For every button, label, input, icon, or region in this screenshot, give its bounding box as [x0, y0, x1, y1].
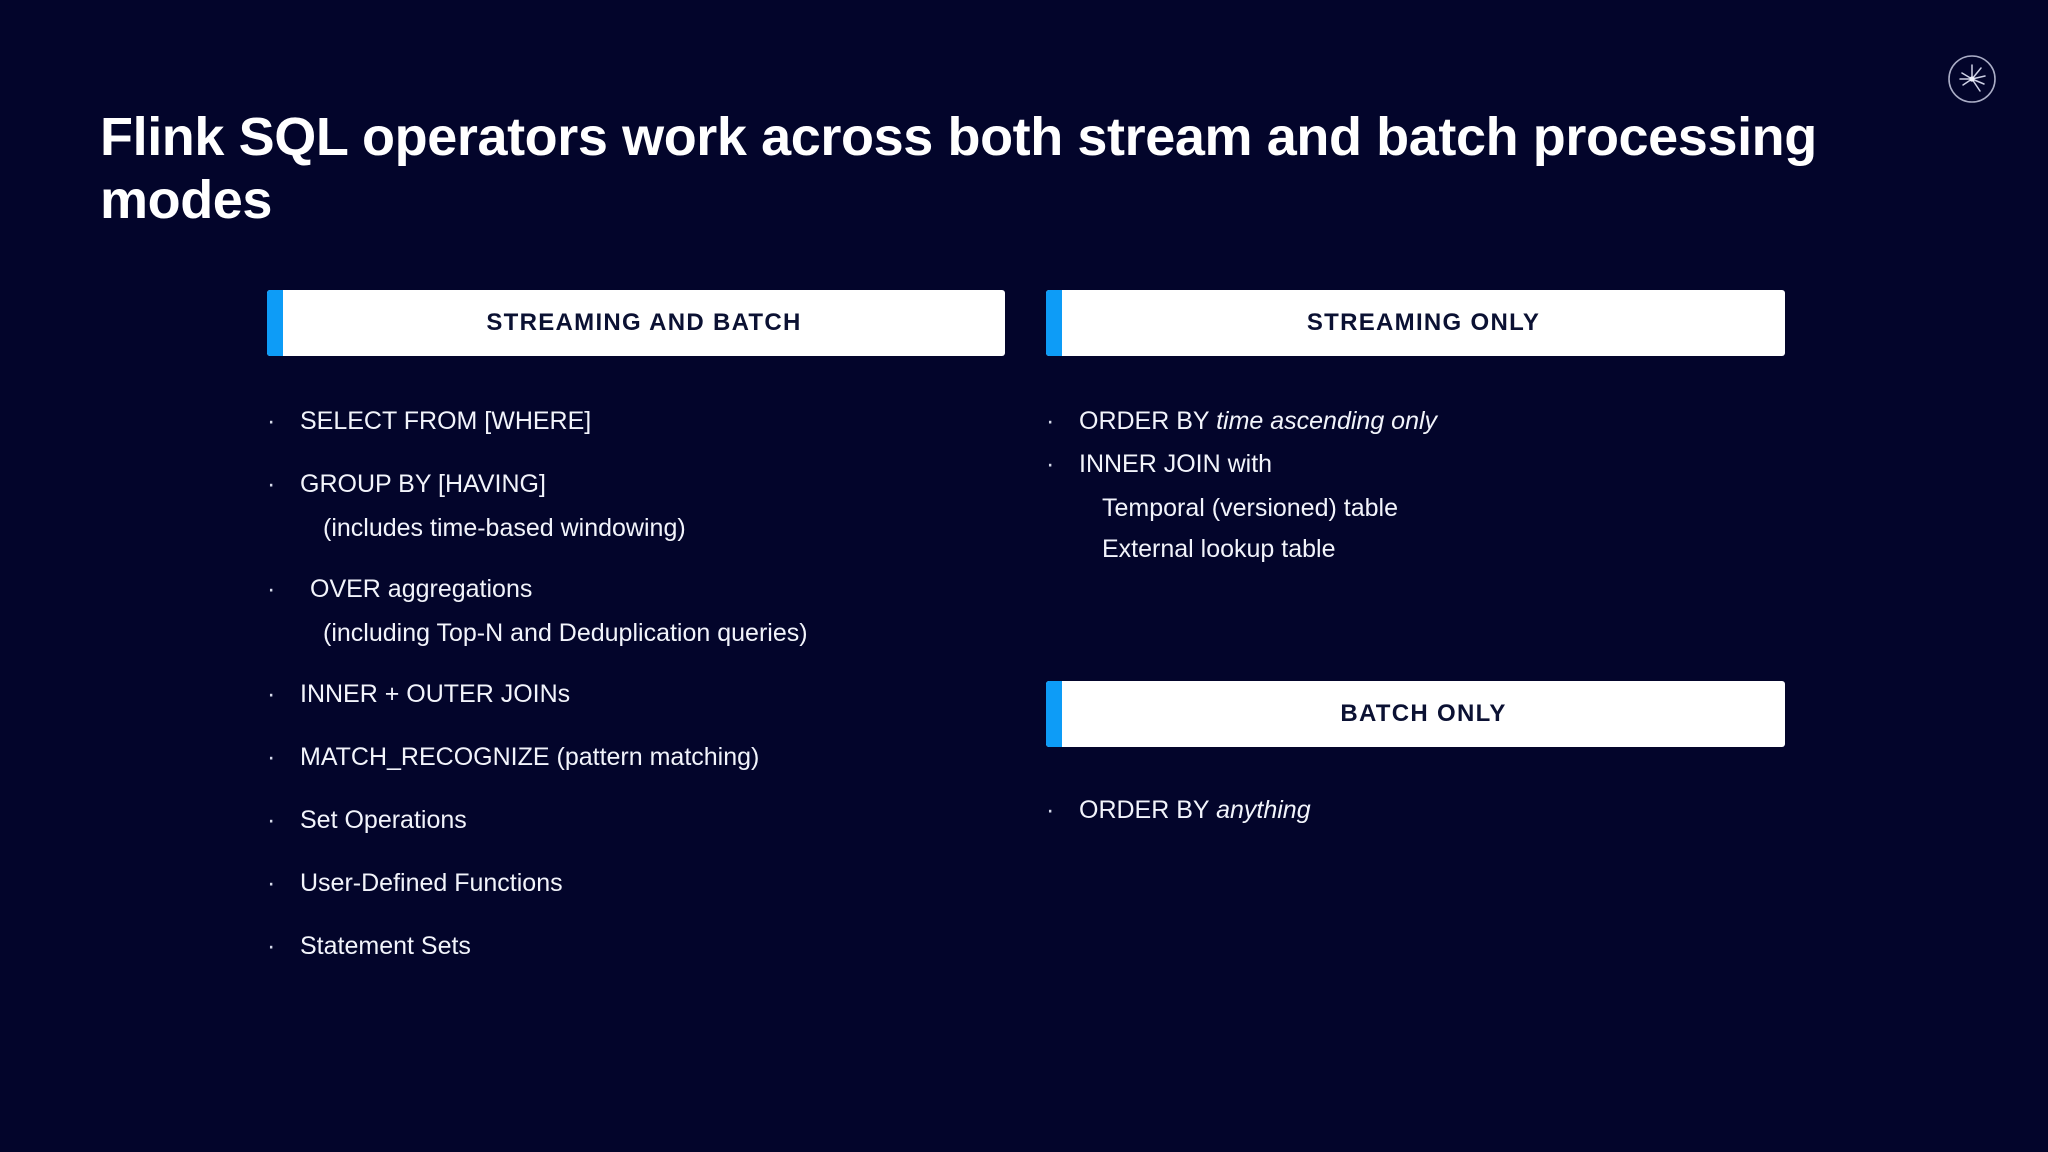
header-card-label: STREAMING ONLY — [1306, 309, 1541, 336]
list-streaming-and-batch: · SELECT FROM [WHERE] · GROUP BY [HAVING… — [267, 406, 1005, 961]
list-item: · ORDER BY anything — [1046, 795, 1785, 825]
list-item-label: Statement Sets — [300, 932, 471, 960]
list-item-main: · GROUP BY [HAVING] — [267, 469, 1005, 499]
accent-bar-icon — [1046, 290, 1062, 356]
list-item-subline: External lookup table — [1102, 535, 1336, 563]
header-card-streaming-and-batch: STREAMING AND BATCH — [267, 290, 1005, 356]
list-item-main: · OVER aggregations — [267, 574, 1005, 604]
list-item-label-emphasis: anything — [1216, 796, 1311, 824]
list-item-label-emphasis: time ascending only — [1216, 407, 1438, 435]
column-streaming-only: STREAMING ONLY · ORDER BY time ascending… — [1046, 290, 1785, 838]
list-item: · OVER aggregations (including Top-N and… — [267, 574, 1005, 679]
list-item-label: MATCH_RECOGNIZE (pattern matching) — [300, 743, 760, 771]
list-item-main: · INNER JOIN with — [1046, 449, 1785, 479]
list-item: · INNER + OUTER JOINs — [267, 679, 1005, 709]
bullet-icon: · — [267, 680, 276, 708]
bullet-icon: · — [267, 743, 276, 771]
list-batch-only: · ORDER BY anything — [1046, 795, 1785, 825]
list-streaming-only: · ORDER BY time ascending only · INNER J… — [1046, 406, 1785, 564]
bullet-icon: · — [267, 470, 276, 498]
list-item-label: INNER JOIN with — [1079, 450, 1273, 478]
header-card-label: STREAMING AND BATCH — [486, 309, 802, 336]
list-item-label-plain: ORDER BY — [1079, 796, 1217, 824]
list-item-subline: (includes time-based windowing) — [323, 514, 686, 542]
list-item-label: Set Operations — [300, 806, 467, 834]
list-item-subline: Temporal (versioned) table — [1102, 494, 1398, 522]
bullet-icon: · — [1046, 796, 1055, 824]
list-item-subline: (including Top-N and Deduplication queri… — [323, 619, 808, 647]
list-item-label: OVER aggregations — [310, 575, 533, 603]
list-item: · INNER JOIN with Temporal (versioned) t… — [1046, 449, 1785, 564]
header-card-streaming-only: STREAMING ONLY — [1046, 290, 1785, 356]
apache-flink-squirrel-logo — [1941, 48, 2003, 110]
spacer — [267, 648, 1005, 679]
list-item: · SELECT FROM [WHERE] — [267, 406, 1005, 436]
column-streaming-and-batch: STREAMING AND BATCH · SELECT FROM [WHERE… — [267, 290, 1005, 994]
accent-bar-icon — [1046, 681, 1062, 747]
list-item: · GROUP BY [HAVING] (includes time-based… — [267, 469, 1005, 574]
bullet-icon: · — [267, 575, 276, 603]
bullet-icon: · — [1046, 450, 1055, 478]
spacer — [267, 543, 1005, 574]
list-item-label: INNER + OUTER JOINs — [300, 680, 571, 708]
page-title: Flink SQL operators work across both str… — [100, 107, 1817, 230]
list-item-label: User-Defined Functions — [300, 869, 563, 897]
bullet-icon: · — [267, 407, 276, 435]
list-item-label-plain: ORDER BY — [1079, 407, 1217, 435]
bullet-icon: · — [267, 806, 276, 834]
list-item-label: GROUP BY [HAVING] — [300, 470, 546, 498]
bullet-icon: · — [1046, 407, 1055, 435]
bullet-icon: · — [267, 869, 276, 897]
list-item: · User-Defined Functions — [267, 868, 1005, 898]
list-item-label: ORDER BY time ascending only — [1079, 406, 1785, 436]
list-item-label: SELECT FROM [WHERE] — [300, 407, 592, 435]
list-item: · Set Operations — [267, 805, 1005, 835]
section-batch-only: BATCH ONLY · ORDER BY anything — [1046, 681, 1785, 825]
header-card-label: BATCH ONLY — [1340, 700, 1507, 727]
bullet-icon: · — [267, 932, 276, 960]
list-item: · ORDER BY time ascending only — [1046, 406, 1785, 436]
header-card-batch-only: BATCH ONLY — [1046, 681, 1785, 747]
accent-bar-icon — [267, 290, 283, 356]
list-item: · MATCH_RECOGNIZE (pattern matching) — [267, 742, 1005, 772]
list-item: · Statement Sets — [267, 931, 1005, 961]
list-item-label: ORDER BY anything — [1079, 795, 1785, 825]
